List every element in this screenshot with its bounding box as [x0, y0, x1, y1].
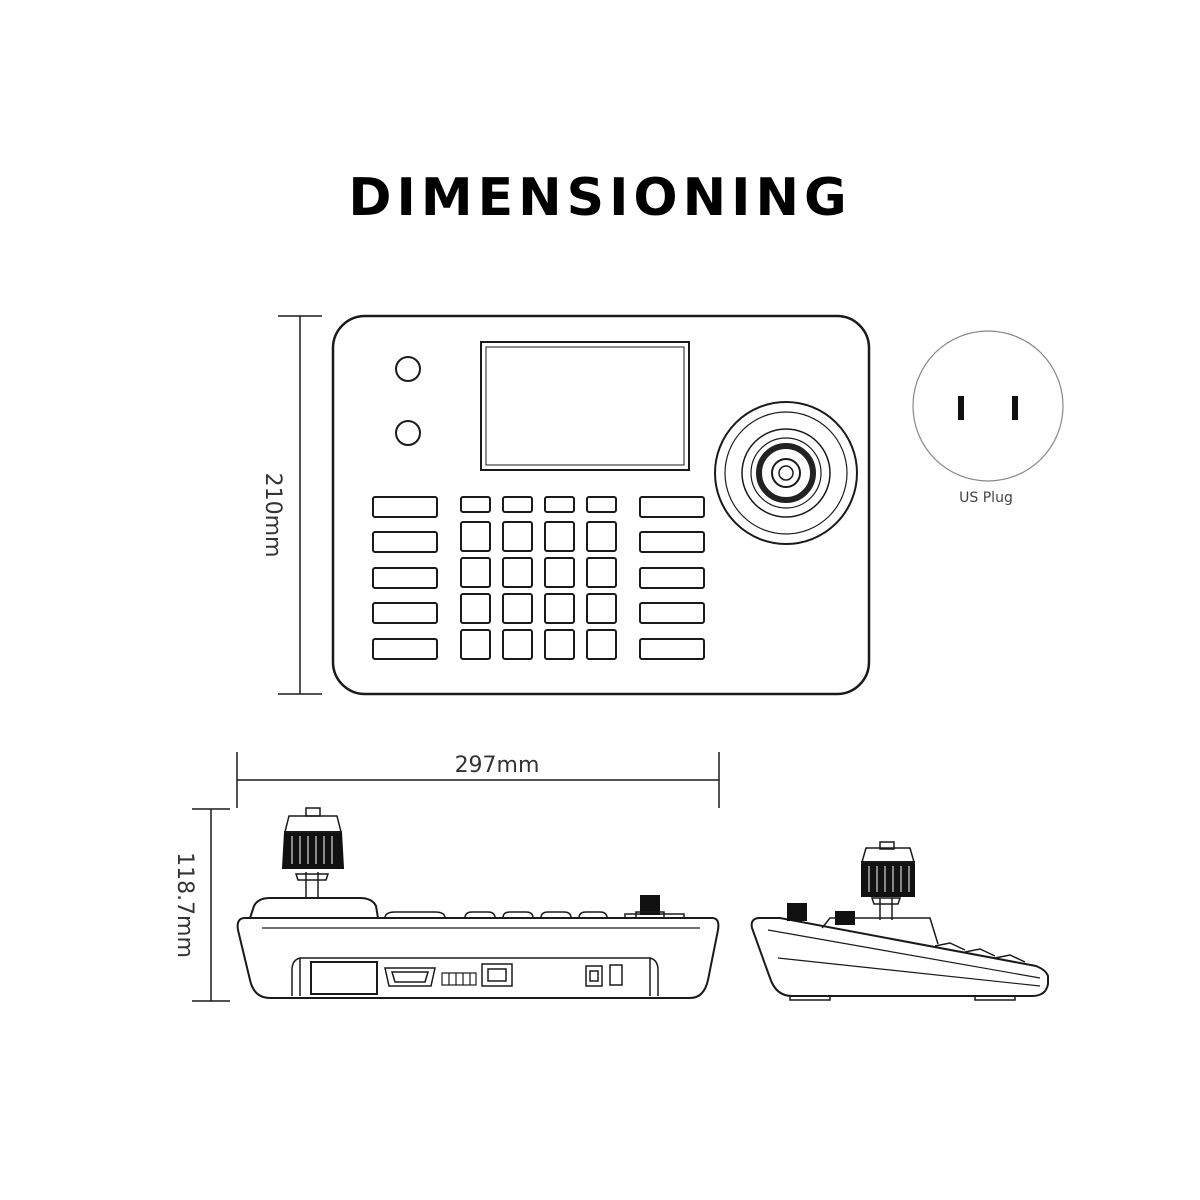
front-view: 297mm 118.7mm	[172, 752, 720, 1002]
top-small-keys	[460, 496, 617, 513]
side-feet	[789, 995, 1016, 1001]
dc-power-port-icon	[585, 965, 603, 987]
side-joystick-knob-icon	[861, 841, 915, 897]
left-function-keys	[372, 496, 438, 660]
depth-dimension-line	[192, 808, 230, 1002]
terminal-block-icon	[441, 972, 477, 986]
side-view	[750, 841, 1049, 1001]
plug-label: US Plug	[959, 490, 1013, 506]
display-window	[310, 961, 378, 995]
knob-icon	[395, 356, 421, 382]
front-body	[236, 917, 720, 999]
knob-icon	[395, 420, 421, 446]
right-function-keys	[639, 496, 705, 660]
depth-label: 118.7mm	[172, 852, 197, 958]
side-body	[750, 917, 1049, 997]
joystick-base	[249, 897, 379, 919]
side-knob-icon	[787, 903, 855, 925]
width-label: 297mm	[455, 753, 540, 778]
ethernet-port-icon	[481, 963, 513, 987]
power-switch-icon	[609, 964, 623, 986]
joystick-stem	[294, 872, 330, 898]
width-dimension-line	[236, 752, 720, 808]
rear-panel	[291, 957, 659, 996]
joystick	[714, 401, 858, 545]
plug-icon	[912, 330, 1064, 482]
keyboard-body	[331, 314, 871, 696]
joystick-knob-icon	[281, 807, 345, 869]
numeric-keypad	[460, 521, 617, 660]
us-plug: US Plug	[912, 330, 1064, 506]
vga-port-icon	[384, 967, 436, 987]
side-joystick-stem	[870, 897, 902, 920]
top-view: 210mm	[260, 314, 871, 696]
page-title: DIMENSIONING	[348, 168, 852, 228]
height-dimension-line	[278, 315, 322, 695]
side-key-caps	[934, 942, 1026, 963]
lcd-screen	[480, 341, 690, 471]
rotary-knob-icon	[635, 895, 665, 919]
front-key-caps	[384, 911, 685, 919]
height-label: 210mm	[260, 473, 285, 558]
